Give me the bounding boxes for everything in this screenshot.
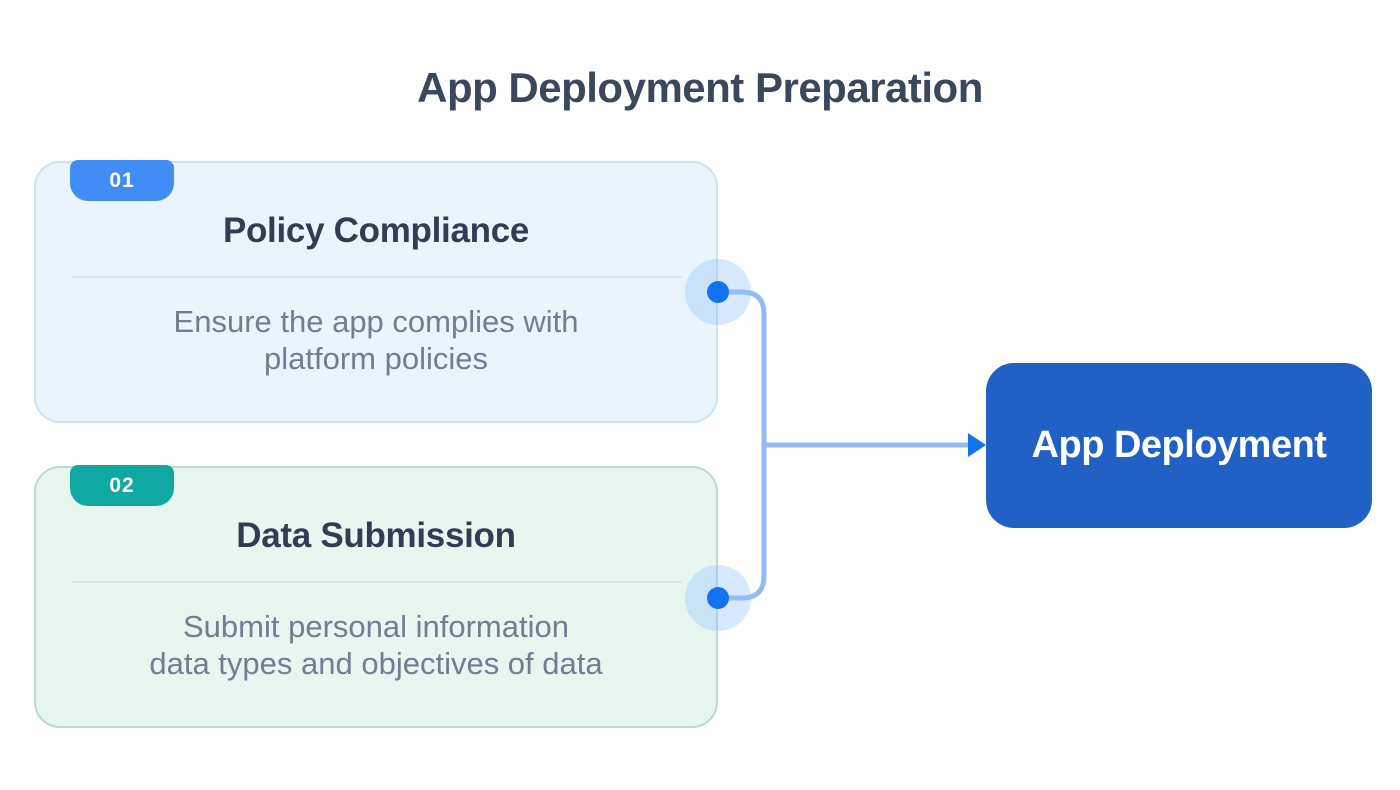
arrowhead-icon — [968, 433, 986, 457]
step-description-line: Submit personal information — [183, 609, 569, 644]
step-number-badge: 01 — [70, 160, 174, 201]
step-description-line: Ensure the app complies with — [173, 304, 579, 339]
step-description-line: data types and objectives of data — [149, 646, 603, 681]
result-node-label: App Deployment — [1031, 424, 1327, 466]
step-description: Submit personal information data types a… — [56, 608, 696, 682]
result-node-app-deployment: App Deployment — [986, 363, 1372, 528]
step-card-policy-compliance: 01 Policy Compliance Ensure the app comp… — [34, 160, 718, 423]
step-description: Ensure the app complies with platform po… — [56, 303, 696, 377]
step-card-data-submission: 02 Data Submission Submit personal infor… — [34, 465, 718, 728]
step-number-badge: 02 — [70, 465, 174, 506]
divider — [72, 276, 682, 278]
connector-path — [715, 289, 767, 601]
diagram-title: App Deployment Preparation — [417, 64, 983, 111]
divider — [72, 581, 682, 583]
step-title: Data Submission — [236, 516, 516, 555]
step-title: Policy Compliance — [222, 211, 530, 250]
step-description-line: platform policies — [264, 341, 488, 376]
